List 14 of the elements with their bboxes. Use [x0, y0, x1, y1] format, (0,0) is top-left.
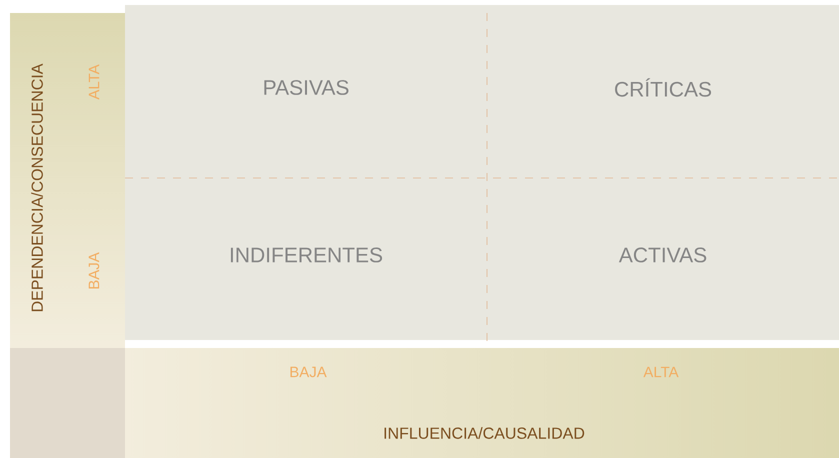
axis-title: DEPENDENCIA/CONSECUENCIA — [31, 64, 43, 312]
level-label: ALTA — [88, 64, 100, 100]
node-label: CRÍTICAS — [615, 78, 712, 97]
node-label: PASIVAS — [264, 80, 348, 95]
quadrant: PASIVAS — [125, 5, 487, 170]
level-label: BAJA — [290, 366, 327, 378]
quadrant: INDIFERENTES — [125, 170, 487, 340]
level-label: ALTA — [643, 366, 679, 378]
quadrant: CRÍTICAS — [487, 5, 839, 170]
level-label: BAJA — [88, 252, 100, 289]
axis-title: INFLUENCIA/CAUSALIDAD — [384, 427, 584, 439]
node-label: ACTIVAS — [618, 248, 706, 262]
quadrant: ACTIVAS — [487, 170, 839, 340]
node-label: INDIFERENTES — [230, 248, 382, 262]
